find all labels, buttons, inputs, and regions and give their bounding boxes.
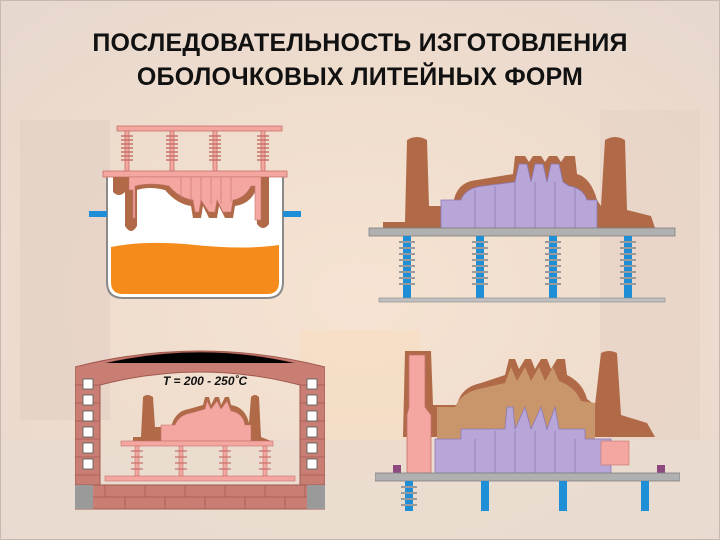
mold-springs xyxy=(401,486,417,506)
base-plate xyxy=(378,297,666,303)
oven-brick-wall xyxy=(75,350,325,486)
mold-support-columns xyxy=(405,481,649,511)
oven-pattern xyxy=(160,400,252,442)
slide-title-line-2: ОБОЛОЧКОВЫХ ЛИТЕЙНЫХ ФОРМ xyxy=(136,63,584,91)
inlet-left xyxy=(89,211,107,217)
support-columns xyxy=(403,236,632,298)
oven-foot-left xyxy=(75,485,93,509)
core-body xyxy=(440,163,598,229)
oven-springs xyxy=(131,450,271,470)
step-1-sand-bath-diagram xyxy=(89,125,301,299)
oven-temperature-label: T = 200 - 250˚C xyxy=(163,374,248,388)
oven-floor-lines xyxy=(75,485,325,509)
support-springs xyxy=(399,241,636,285)
pattern-body xyxy=(128,176,262,221)
oven-bottom-bar xyxy=(104,475,296,482)
clip-left xyxy=(393,465,401,473)
rods-and-springs xyxy=(124,130,266,172)
pattern-top-bar xyxy=(116,125,283,132)
inlet-right xyxy=(283,211,301,217)
step-4-assembled-mold-diagram xyxy=(375,351,680,511)
mold-support-plate xyxy=(375,472,680,482)
step-3-oven-diagram: T = 200 - 250˚C xyxy=(75,350,325,510)
mold-riser xyxy=(600,440,630,466)
slide-title-line-1: ПОСЛЕДОВАТЕЛЬНОСТЬ ИЗГОТОВЛЕНИЯ xyxy=(92,29,628,57)
mold-core-ribs xyxy=(474,431,576,473)
heating-elements xyxy=(82,378,318,470)
slide-title: ПОСЛЕДОВАТЕЛЬНОСТЬ ИЗГОТОВЛЕНИЯ ОБОЛОЧКО… xyxy=(0,26,720,94)
support-plate xyxy=(368,227,676,237)
oven-rods xyxy=(134,445,268,477)
oven-foot-right xyxy=(307,485,325,509)
spring-coils xyxy=(121,135,269,161)
core-ribs xyxy=(474,182,576,228)
oven-plate xyxy=(120,440,274,447)
sand-fill xyxy=(111,242,279,294)
pattern-plate xyxy=(102,170,288,178)
clip-right xyxy=(657,465,665,473)
pattern-ribs xyxy=(180,177,232,204)
step-2-shell-on-plate-diagram xyxy=(368,137,676,303)
